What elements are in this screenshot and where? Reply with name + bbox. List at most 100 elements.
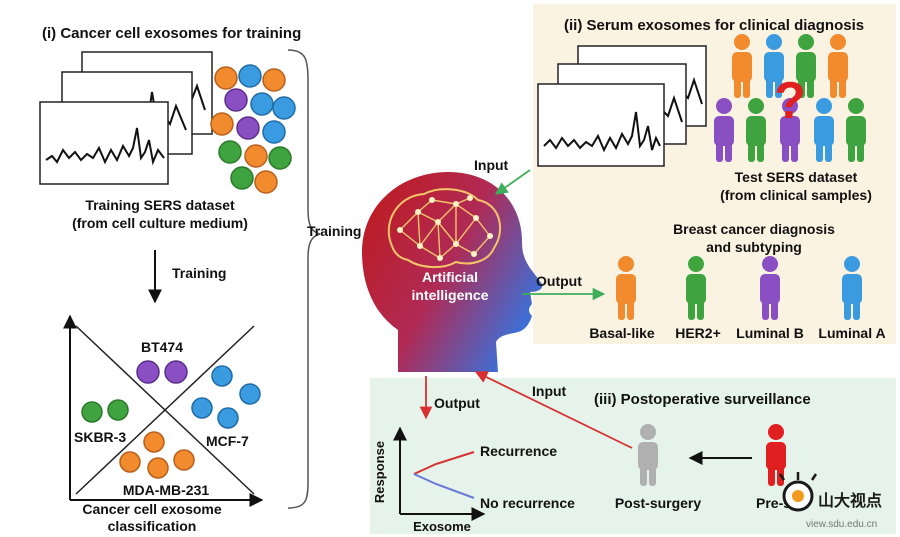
panel-ii: (ii) Serum exosomes for clinical diagnos…: [537, 17, 886, 341]
response-plot: Response Exosome Recurrence No recurrenc…: [372, 426, 575, 534]
exosome: [210, 112, 234, 136]
subtype-label-her2: HER2+: [675, 325, 721, 341]
exosome: [191, 397, 213, 419]
recurrence-line: [413, 451, 475, 475]
exosome: [262, 68, 286, 92]
exosome-cluster: [210, 64, 296, 194]
exosome: [164, 360, 188, 384]
exosome: [214, 66, 238, 90]
watermark-url: view.sdu.edu.cn: [806, 519, 877, 530]
exosome: [119, 451, 141, 473]
exosome: [254, 170, 278, 194]
post-surgery-label: Post-surgery: [615, 495, 702, 511]
spectrum-frame-front: [39, 101, 169, 185]
person-icon: [814, 98, 834, 162]
exosome: [224, 88, 248, 112]
class-label-mcf7: MCF-7: [206, 433, 249, 449]
exosome: [239, 383, 261, 405]
response-axis-y-label: Response: [372, 441, 387, 503]
class-label-bt474: BT474: [141, 339, 183, 355]
no-recurrence-label: No recurrence: [480, 495, 575, 511]
post-surgery-person-icon: [638, 424, 658, 486]
exosome: [81, 401, 103, 423]
unknown-diagnosis-question-mark: ?: [774, 72, 806, 130]
diagnosis-line1: Breast cancer diagnosis: [673, 221, 835, 237]
spectrum-trace-front: [45, 127, 165, 166]
test-spectra-stack: [537, 45, 707, 167]
brain-network-icon: [387, 188, 502, 268]
recurrence-label: Recurrence: [480, 443, 557, 459]
classification-caption-line2: classification: [108, 518, 197, 534]
person-icon: [746, 98, 766, 162]
exosome: [244, 144, 268, 168]
no-recurrence-line: [413, 473, 475, 499]
ai-head: Training Artificial intelligence Input O…: [307, 157, 606, 372]
spectrum-frame-front: [537, 83, 665, 167]
person-icon: [714, 98, 734, 162]
class-label-skbr3: SKBR-3: [74, 429, 126, 445]
subtype-person-basal-like: [616, 256, 636, 320]
person-icon: [732, 34, 752, 98]
exosome: [147, 457, 169, 479]
ai-label-line2: intelligence: [411, 287, 488, 303]
ai-label-line1: Artificial: [422, 269, 478, 285]
pre-surgery-person-icon: [766, 424, 786, 486]
panel-iii: Input Output (iii) Postoperative surveil…: [372, 371, 811, 534]
subtype-person-her2: [686, 256, 706, 320]
test-dataset-line2: (from clinical samples): [720, 187, 872, 203]
output-label-ii: Output: [536, 273, 582, 289]
response-axis-x-label: Exosome: [413, 519, 471, 534]
diagnosis-line2: and subtyping: [706, 239, 802, 255]
exosome: [173, 449, 195, 471]
panel-ii-title: (ii) Serum exosomes for clinical diagnos…: [564, 17, 864, 34]
exosome: [272, 96, 296, 120]
class-divider-2: [75, 325, 255, 495]
training-spectra-stack: [39, 51, 213, 185]
watermark-logo-icon: [778, 472, 818, 512]
panel-iii-background: [370, 378, 896, 534]
person-icon: [796, 34, 816, 98]
exosome: [107, 399, 129, 421]
curly-brace: [287, 49, 321, 509]
exosome: [238, 64, 262, 88]
exosome: [211, 365, 233, 387]
exosome: [136, 360, 160, 384]
exosome: [143, 431, 165, 453]
brain-nodes: [397, 195, 493, 261]
exosome: [268, 146, 292, 170]
exosome: [262, 120, 286, 144]
exosome: [217, 407, 239, 429]
person-icon: [828, 34, 848, 98]
input-arrow-iii: [474, 371, 633, 449]
classification-plot: BT474 SKBR-3 MCF-7 MDA-MB-231: [63, 314, 264, 507]
exosome: [236, 116, 260, 140]
person-icon: [846, 98, 866, 162]
subtype-label-luminal-b: Luminal B: [736, 325, 804, 341]
training-dataset-line1: Training SERS dataset: [85, 197, 235, 213]
input-label-ii: Input: [474, 157, 509, 173]
input-label-iii: Input: [532, 383, 567, 399]
training-step-label: Training: [172, 265, 226, 281]
watermark: 山大视点 view.sdu.edu.cn: [778, 472, 882, 530]
exosome: [230, 166, 254, 190]
exosome: [250, 92, 274, 116]
spectrum-trace-front: [543, 111, 661, 153]
ai-training-label: Training: [307, 223, 361, 239]
classification-caption-line1: Cancer cell exosome: [82, 501, 222, 517]
person-icon: [780, 98, 800, 162]
panel-i: (i) Cancer cell exosomes for training: [39, 25, 321, 534]
panel-iii-title: (iii) Postoperative surveillance: [594, 391, 811, 408]
exosome: [218, 140, 242, 164]
training-dataset-line2: (from cell culture medium): [72, 215, 248, 231]
person-icon: [764, 34, 784, 98]
patient-population: ?: [714, 34, 866, 162]
subtype-person-luminal-a: [842, 256, 862, 320]
subtype-person-luminal-b: [760, 256, 780, 320]
subtype-label-luminal-a: Luminal A: [818, 325, 885, 341]
output-label-iii: Output: [434, 395, 480, 411]
test-dataset-line1: Test SERS dataset: [735, 169, 858, 185]
panel-i-title: (i) Cancer cell exosomes for training: [42, 25, 301, 42]
class-label-mda-mb-231: MDA-MB-231: [123, 482, 210, 498]
input-arrow-ii: [494, 169, 531, 195]
